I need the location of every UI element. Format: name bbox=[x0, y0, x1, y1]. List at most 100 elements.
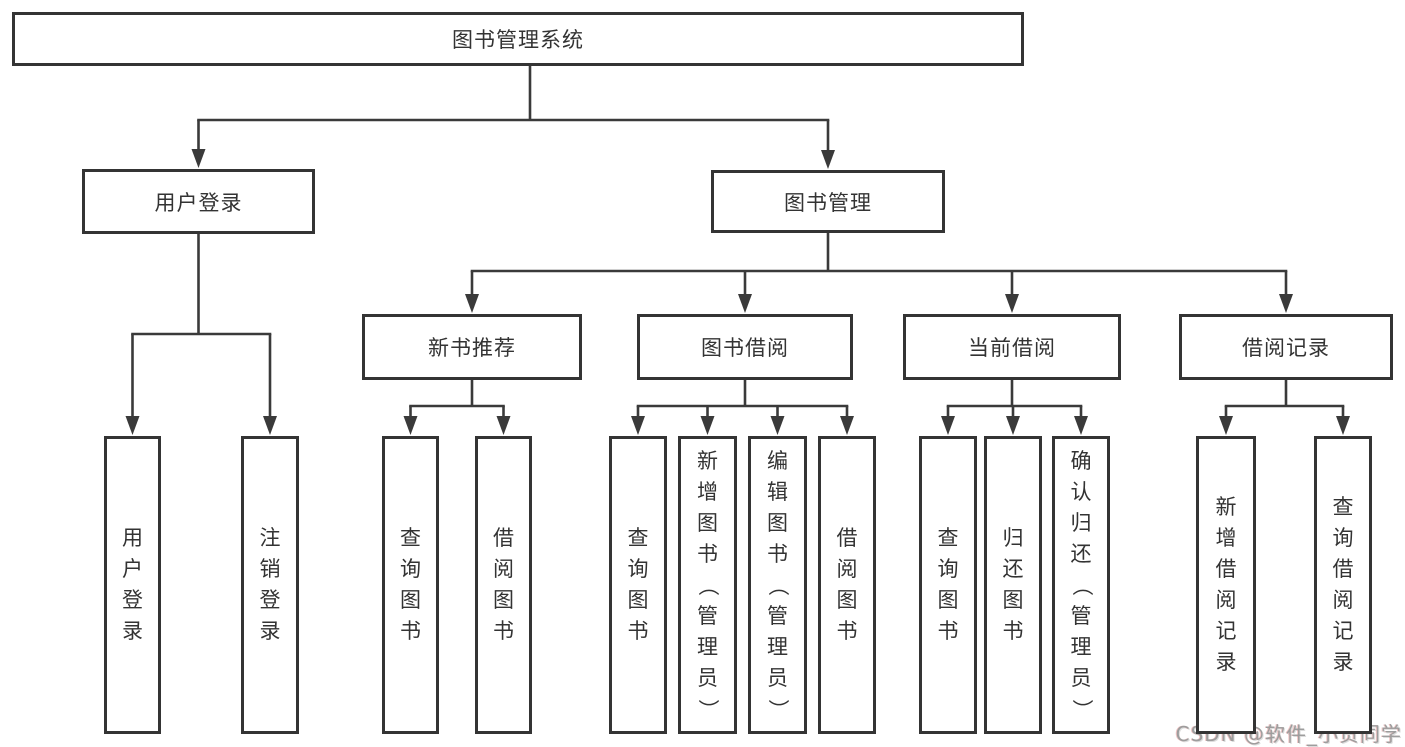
node-cur-confirm: 确认归还（管理员） bbox=[1052, 436, 1110, 734]
node-label-char: 归 bbox=[1070, 510, 1092, 535]
node-records: 借阅记录 bbox=[1179, 314, 1393, 380]
node-label-char: 录 bbox=[1215, 650, 1237, 674]
node-label-char: 理 bbox=[697, 634, 718, 659]
node-label-char: 新 bbox=[697, 448, 718, 473]
node-rec: 新书推荐 bbox=[362, 314, 582, 380]
arrowhead-icon bbox=[738, 294, 752, 313]
node-label-char: 还 bbox=[1002, 557, 1024, 581]
arrowhead-icon bbox=[1336, 416, 1350, 435]
node-cur-return: 归还图书 bbox=[984, 436, 1042, 734]
node-current: 当前借阅 bbox=[903, 314, 1121, 380]
node-label-char: （ bbox=[1069, 574, 1094, 596]
arrowhead-icon bbox=[1074, 416, 1088, 435]
node-label-char: 员 bbox=[1070, 665, 1092, 690]
node-bor-borrow: 借阅图书 bbox=[818, 436, 876, 734]
node-label-char: 辑 bbox=[767, 479, 788, 504]
node-label-char: 管 bbox=[767, 603, 788, 628]
node-label-char: 图 bbox=[767, 510, 788, 535]
arrowhead-icon bbox=[1279, 294, 1293, 313]
node-label-char: 户 bbox=[122, 557, 143, 581]
arrowhead-icon bbox=[191, 149, 206, 168]
node-log-query: 查询借阅记录 bbox=[1314, 436, 1372, 734]
arrowhead-icon bbox=[700, 416, 715, 435]
node-label-char: 书 bbox=[767, 541, 788, 566]
node-label-char: 查 bbox=[627, 526, 649, 550]
node-label-char: ） bbox=[696, 698, 720, 720]
node-label-char: 图 bbox=[493, 588, 514, 612]
node-label-char: 增 bbox=[697, 479, 718, 504]
node-label-char: 阅 bbox=[836, 557, 858, 581]
arrowhead-icon bbox=[1005, 294, 1019, 313]
node-label-char: 理 bbox=[1070, 634, 1092, 659]
node-root: 图书管理系统 bbox=[12, 12, 1024, 66]
node-label-char: 借 bbox=[1215, 557, 1237, 581]
node-label-char: 管 bbox=[1070, 603, 1092, 628]
node-logout: 注销登录 bbox=[241, 436, 299, 734]
node-label-char: 员 bbox=[767, 665, 788, 690]
node-rec-query: 查询图书 bbox=[382, 436, 439, 734]
node-label-char: ） bbox=[766, 698, 790, 720]
arrowhead-icon bbox=[1219, 416, 1233, 435]
node-label-char: 图 bbox=[1002, 588, 1024, 612]
node-label-char: 销 bbox=[259, 557, 281, 581]
node-label: 用户登录 bbox=[154, 190, 243, 215]
node-label: 借阅记录 bbox=[1242, 336, 1330, 360]
arrowhead-icon bbox=[125, 416, 140, 435]
node-label-char: 新 bbox=[1215, 495, 1237, 519]
arrowhead-icon bbox=[465, 294, 479, 313]
node-label-char: 录 bbox=[122, 619, 143, 643]
node-label-char: 增 bbox=[1215, 526, 1237, 550]
node-label-char: 询 bbox=[1332, 526, 1354, 550]
node-label-char: 阅 bbox=[493, 557, 514, 581]
node-label-char: 图 bbox=[836, 588, 858, 612]
node-label: 当前借阅 bbox=[968, 336, 1056, 360]
arrowhead-icon bbox=[1006, 416, 1020, 435]
node-label-char: 借 bbox=[493, 526, 514, 550]
node-label-char: （ bbox=[766, 574, 790, 596]
node-label-char: 录 bbox=[259, 619, 281, 643]
node-label: 图书管理系统 bbox=[452, 28, 584, 52]
node-label-char: 书 bbox=[697, 541, 718, 566]
node-label-char: 书 bbox=[937, 619, 959, 643]
node-login: 用户登录 bbox=[82, 169, 315, 234]
node-label-char: 书 bbox=[627, 619, 649, 643]
node-borrow: 图书借阅 bbox=[637, 314, 853, 380]
node-label-char: 管 bbox=[697, 603, 718, 628]
node-label: 新书推荐 bbox=[428, 336, 516, 360]
node-label: 图书管理 bbox=[784, 190, 872, 215]
node-cur-query: 查询图书 bbox=[919, 436, 977, 734]
node-label-char: 书 bbox=[493, 619, 514, 643]
node-label-char: 员 bbox=[697, 665, 718, 690]
node-label-char: 图 bbox=[627, 588, 649, 612]
node-label-char: 还 bbox=[1070, 541, 1092, 566]
node-label-char: 书 bbox=[836, 619, 858, 643]
node-label-char: 认 bbox=[1070, 479, 1092, 504]
node-label-char: 查 bbox=[1332, 495, 1354, 519]
node-label-char: 阅 bbox=[1215, 588, 1237, 612]
node-bor-add: 新增图书（管理员） bbox=[678, 436, 737, 734]
node-label-char: （ bbox=[696, 574, 720, 596]
node-label-char: 确 bbox=[1070, 448, 1092, 473]
node-user-login: 用户登录 bbox=[104, 436, 161, 734]
node-label-char: 借 bbox=[836, 526, 858, 550]
node-label-char: 理 bbox=[767, 634, 788, 659]
node-label: 图书借阅 bbox=[701, 336, 789, 360]
node-label-char: 书 bbox=[400, 619, 421, 643]
node-label-char: 注 bbox=[259, 526, 281, 550]
node-label-char: 归 bbox=[1002, 526, 1024, 550]
node-label-char: 用 bbox=[122, 526, 143, 550]
arrowhead-icon bbox=[403, 416, 418, 435]
node-label-char: 书 bbox=[1002, 619, 1024, 643]
node-label-char: 图 bbox=[400, 588, 421, 612]
arrowhead-icon bbox=[496, 416, 511, 435]
node-label-char: 记 bbox=[1215, 619, 1237, 643]
node-log-add: 新增借阅记录 bbox=[1196, 436, 1256, 734]
node-bor-edit: 编辑图书（管理员） bbox=[748, 436, 807, 734]
node-rec-borrow: 借阅图书 bbox=[475, 436, 532, 734]
node-label-char: 询 bbox=[937, 557, 959, 581]
node-bor-query: 查询图书 bbox=[609, 436, 667, 734]
node-label-char: 录 bbox=[1332, 650, 1354, 674]
arrowhead-icon bbox=[770, 416, 785, 435]
node-label-char: 图 bbox=[937, 588, 959, 612]
